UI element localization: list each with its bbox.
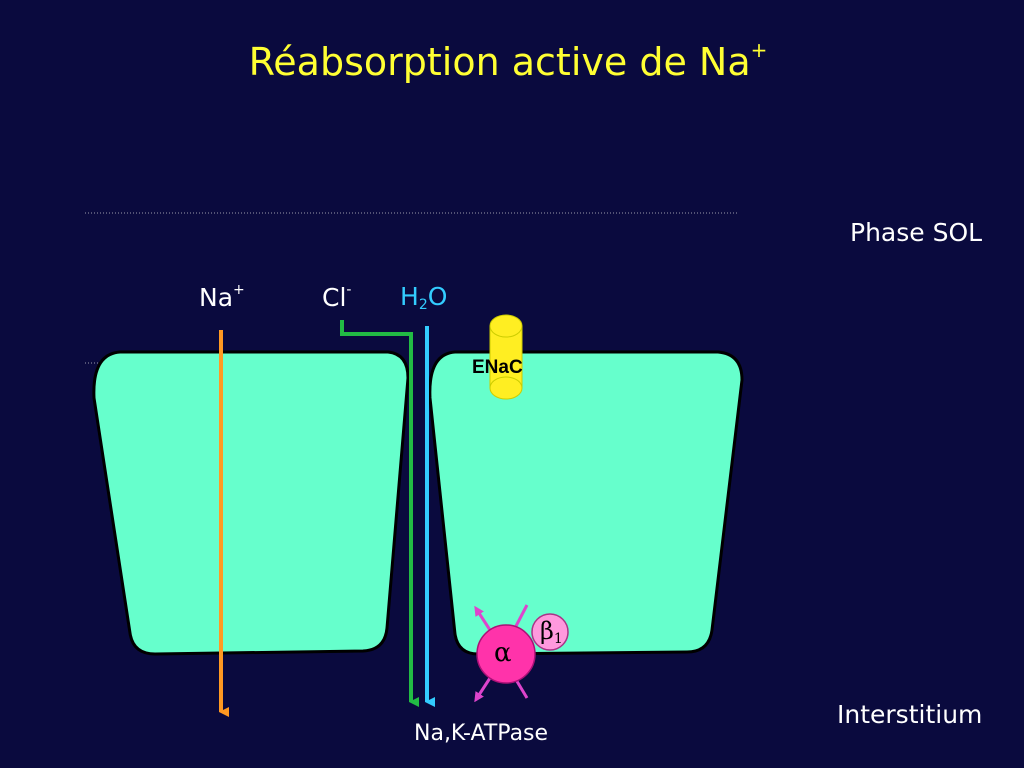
alpha-label: α <box>494 638 512 668</box>
na-label: Na+ <box>199 282 245 312</box>
interstitium-label: Interstitium <box>837 700 983 729</box>
beta-subunit <box>531 613 569 651</box>
phase-sol-label: Phase SOL <box>850 218 983 247</box>
h2o-label: H2O <box>400 282 448 313</box>
atpase-label: Na,K-ATPase <box>414 721 549 746</box>
beta-label: β1 <box>540 617 563 647</box>
page-title: Réabsorption active de Na+ <box>248 38 768 84</box>
cl-label: Cl- <box>322 282 352 312</box>
enac-label: ENaC <box>472 357 523 378</box>
enac-channel <box>489 314 523 400</box>
cl-arrow <box>340 320 419 707</box>
left-cell <box>92 350 410 656</box>
alpha-subunit <box>476 624 536 684</box>
right-cell <box>428 350 744 656</box>
